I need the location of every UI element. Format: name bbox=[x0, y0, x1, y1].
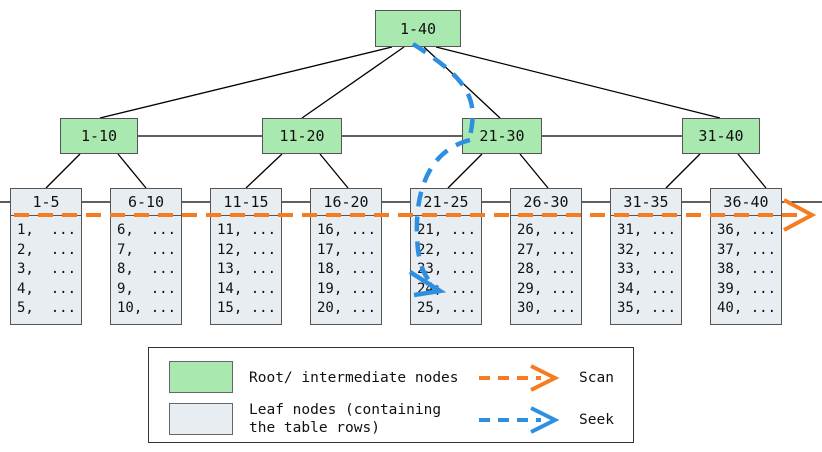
intermediate-node-label: 31-40 bbox=[698, 127, 744, 145]
intermediate-node-1-10[interactable]: 1-10 bbox=[60, 118, 138, 154]
edge-root-to-11-20 bbox=[301, 46, 405, 119]
leaf-header: 26-30 bbox=[511, 189, 581, 216]
leaf-row: 30, ... bbox=[517, 300, 577, 316]
seek-arrowhead-icon bbox=[408, 270, 447, 298]
edge-31-40-to-36-40 bbox=[737, 153, 767, 189]
leaf-row: 18, ... bbox=[317, 261, 377, 277]
leaf-row: 9, ... bbox=[117, 280, 177, 297]
intermediate-node-label: 11-20 bbox=[279, 127, 325, 145]
leaf-row: 3, ... bbox=[17, 261, 77, 277]
leaf-row: 5, ... bbox=[17, 300, 77, 316]
leaf-row: 29, ... bbox=[517, 280, 577, 297]
leaf-row: 25, ... bbox=[417, 300, 477, 316]
leaf-row: 6, ... bbox=[117, 222, 177, 238]
edge-11-20-to-11-15 bbox=[245, 153, 283, 189]
leaf-row: 8, ... bbox=[117, 261, 177, 277]
leaf-node-6-10[interactable]: 6-10 6, ... 7, ... 8, ... 9, ... 10, ... bbox=[110, 188, 182, 325]
leaf-row: 34, ... bbox=[617, 280, 677, 297]
intermediate-node-label: 21-30 bbox=[479, 127, 525, 145]
edge-1-10-to-1-5 bbox=[45, 153, 81, 189]
leaf-row: 20, ... bbox=[317, 300, 377, 316]
leaf-row: 16, ... bbox=[317, 222, 377, 238]
legend-label-scan: Scan bbox=[579, 370, 614, 386]
legend-label-seek: Seek bbox=[579, 412, 614, 428]
legend-scan-arrowhead-icon bbox=[530, 364, 560, 392]
leaf-row: 37, ... bbox=[717, 241, 777, 258]
edge-21-30-to-21-25 bbox=[447, 153, 483, 189]
leaf-row: 32, ... bbox=[617, 241, 677, 258]
leaf-row: 14, ... bbox=[217, 280, 277, 297]
edge-31-40-to-31-35 bbox=[665, 153, 701, 189]
leaf-row: 19, ... bbox=[317, 280, 377, 297]
leaf-row: 10, ... bbox=[117, 300, 177, 316]
leaf-row: 33, ... bbox=[617, 261, 677, 277]
leaf-row: 35, ... bbox=[617, 300, 677, 316]
leaf-rows: 16, ... 17, ... 18, ... 19, ... 20, ... bbox=[311, 216, 381, 324]
leaf-row: 27, ... bbox=[517, 241, 577, 258]
leaf-node-16-20[interactable]: 16-20 16, ... 17, ... 18, ... 19, ... 20… bbox=[310, 188, 382, 325]
intermediate-node-11-20[interactable]: 11-20 bbox=[262, 118, 342, 154]
leaf-row: 4, ... bbox=[17, 280, 77, 297]
leaf-header: 1-5 bbox=[11, 189, 81, 216]
leaf-node-11-15[interactable]: 11-15 11, ... 12, ... 13, ... 14, ... 15… bbox=[210, 188, 282, 325]
edge-root-to-1-10 bbox=[99, 46, 393, 119]
leaf-row: 12, ... bbox=[217, 241, 277, 258]
leaf-row: 17, ... bbox=[317, 241, 377, 258]
leaf-row: 11, ... bbox=[217, 222, 277, 238]
legend-label-intermediate: Root/ intermediate nodes bbox=[249, 370, 459, 386]
intermediate-node-label: 1-10 bbox=[80, 127, 118, 145]
leaf-row: 31, ... bbox=[617, 222, 677, 238]
leaf-row: 22, ... bbox=[417, 241, 477, 258]
leaf-node-36-40[interactable]: 36-40 36, ... 37, ... 38, ... 39, ... 40… bbox=[710, 188, 782, 325]
intermediate-node-21-30[interactable]: 21-30 bbox=[462, 118, 542, 154]
intermediate-node-31-40[interactable]: 31-40 bbox=[682, 118, 760, 154]
legend-swatch-intermediate bbox=[169, 361, 233, 393]
leaf-rows: 1, ... 2, ... 3, ... 4, ... 5, ... bbox=[11, 216, 81, 324]
leaf-row: 2, ... bbox=[17, 241, 77, 258]
leaf-header: 31-35 bbox=[611, 189, 681, 216]
leaf-rows: 11, ... 12, ... 13, ... 14, ... 15, ... bbox=[211, 216, 281, 324]
leaf-node-31-35[interactable]: 31-35 31, ... 32, ... 33, ... 34, ... 35… bbox=[610, 188, 682, 325]
root-node[interactable]: 1-40 bbox=[375, 10, 461, 47]
legend: Root/ intermediate nodes Leaf nodes (con… bbox=[148, 347, 634, 443]
leaf-node-26-30[interactable]: 26-30 26, ... 27, ... 28, ... 29, ... 30… bbox=[510, 188, 582, 325]
leaf-row: 21, ... bbox=[417, 222, 477, 238]
leaf-node-1-5[interactable]: 1-5 1, ... 2, ... 3, ... 4, ... 5, ... bbox=[10, 188, 82, 325]
leaf-row: 13, ... bbox=[217, 261, 277, 277]
leaf-row: 38, ... bbox=[717, 261, 777, 277]
edge-root-to-31-40 bbox=[435, 46, 721, 119]
root-node-label: 1-40 bbox=[399, 19, 437, 38]
seek-path-root-to-intermediate bbox=[411, 42, 475, 137]
leaf-row: 28, ... bbox=[517, 261, 577, 277]
seek-path-intermediate-to-leaf bbox=[414, 137, 471, 290]
leaf-rows: 26, ... 27, ... 28, ... 29, ... 30, ... bbox=[511, 216, 581, 324]
leaf-row: 36, ... bbox=[717, 222, 777, 238]
legend-swatch-leaf bbox=[169, 403, 233, 435]
scan-arrowhead-icon bbox=[783, 198, 817, 232]
leaf-rows: 36, ... 37, ... 38, ... 39, ... 40, ... bbox=[711, 216, 781, 324]
leaf-rows: 6, ... 7, ... 8, ... 9, ... 10, ... bbox=[111, 216, 181, 324]
leaf-row: 15, ... bbox=[217, 300, 277, 316]
leaf-row: 39, ... bbox=[717, 280, 777, 297]
edge-11-20-to-16-20 bbox=[319, 153, 349, 189]
legend-key-icons bbox=[479, 364, 560, 434]
leaf-row: 26, ... bbox=[517, 222, 577, 238]
legend-label-leaf: Leaf nodes (containing the table rows) bbox=[249, 402, 442, 436]
leaf-row: 1, ... bbox=[17, 222, 77, 238]
leaf-header: 16-20 bbox=[311, 189, 381, 216]
leaf-rows: 31, ... 32, ... 33, ... 34, ... 35, ... bbox=[611, 216, 681, 324]
edge-1-10-to-6-10 bbox=[117, 153, 147, 189]
leaf-header: 11-15 bbox=[211, 189, 281, 216]
edge-21-30-to-26-30 bbox=[519, 153, 549, 189]
leaf-row: 40, ... bbox=[717, 300, 777, 316]
leaf-row: 7, ... bbox=[117, 241, 177, 258]
legend-seek-arrowhead-icon bbox=[530, 406, 560, 434]
